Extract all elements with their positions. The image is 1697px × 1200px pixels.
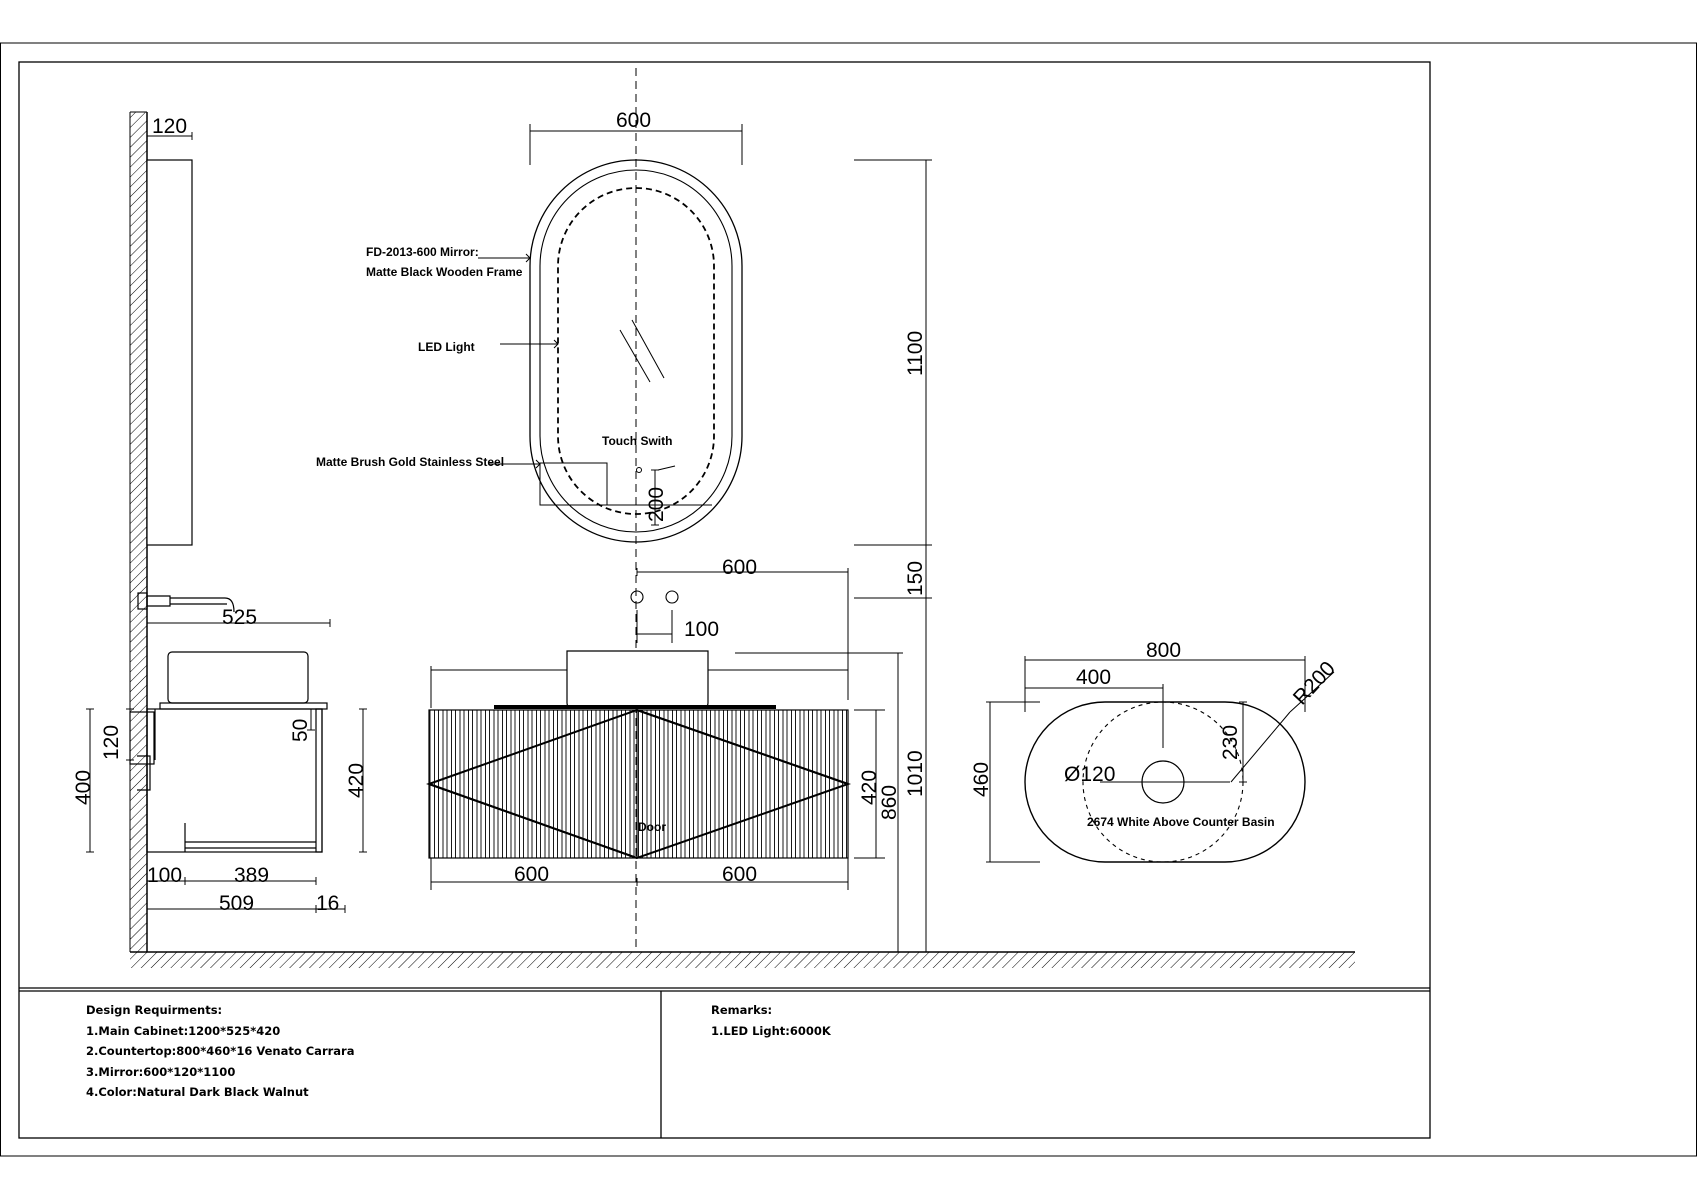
dim-basin-width: 460 bbox=[970, 762, 993, 797]
basin-side bbox=[167, 651, 309, 704]
dim-side-509: 509 bbox=[219, 892, 254, 915]
dim-basin-radius: R200 bbox=[1289, 657, 1340, 709]
dim-drain: Ø120 bbox=[1064, 763, 1115, 786]
mirror-label-line2: Matte Black Wooden Frame bbox=[366, 265, 523, 279]
side-view bbox=[129, 159, 328, 853]
dim-gap-150: 150 bbox=[904, 561, 927, 596]
dim-left-half: 600 bbox=[514, 863, 549, 886]
design-item: 1.Main Cabinet:1200*525*420 bbox=[86, 1023, 281, 1038]
dim-side-120: 120 bbox=[100, 725, 123, 760]
mirror-dimensions bbox=[529, 124, 932, 953]
dim-drain-offset: 230 bbox=[1219, 725, 1242, 760]
floor bbox=[130, 951, 1355, 968]
dim-mirror-depth: 120 bbox=[152, 115, 187, 138]
taps-front bbox=[630, 590, 679, 604]
tap-side bbox=[146, 595, 235, 613]
remarks: Remarks: 1.LED Light:6000K bbox=[711, 1000, 831, 1041]
dim-total-1010: 1010 bbox=[904, 750, 927, 797]
dim-mirror-width: 600 bbox=[616, 109, 651, 132]
design-title: Design Requirments: bbox=[86, 1003, 223, 1017]
mirror-side bbox=[146, 159, 193, 546]
fluted-doors bbox=[428, 709, 849, 859]
dim-basin-center: 400 bbox=[1076, 666, 1111, 689]
basin-front bbox=[566, 650, 709, 708]
touch-switch-label: Touch Swith bbox=[602, 434, 672, 448]
drawing-frame bbox=[0, 42, 1697, 1157]
dim-basin-length: 800 bbox=[1146, 639, 1181, 662]
dim-side-100: 100 bbox=[147, 864, 182, 887]
mirror-label-line1: FD-2013-600 Mirror: bbox=[366, 245, 479, 259]
basin-label: 2674 White Above Counter Basin bbox=[1087, 815, 1275, 829]
mirror-front bbox=[529, 159, 743, 543]
countertop-front bbox=[494, 705, 776, 709]
steel-label: Matte Brush Gold Stainless Steel bbox=[316, 455, 504, 469]
door-label: Door bbox=[638, 820, 666, 834]
design-item: 4.Color:Natural Dark Black Walnut bbox=[86, 1085, 309, 1099]
wall-section bbox=[129, 111, 148, 952]
basin-dimensions bbox=[986, 656, 1335, 863]
dim-mirror-height: 1100 bbox=[904, 331, 927, 376]
dim-side-400: 400 bbox=[72, 770, 95, 805]
dim-tap-spacing: 100 bbox=[684, 618, 719, 641]
dim-cabinet-depth: 525 bbox=[222, 606, 257, 629]
dim-side-420: 420 bbox=[345, 763, 368, 798]
dim-switch-200: 200 bbox=[645, 487, 668, 522]
design-item: 3.Mirror:600*120*1100 bbox=[86, 1064, 236, 1079]
led-light-label: LED Light bbox=[418, 340, 475, 354]
design-requirements: Design Requirments: 1.Main Cabinet:1200*… bbox=[86, 1000, 354, 1103]
dim-side-16: 16 bbox=[316, 892, 339, 915]
dim-right-half: 600 bbox=[722, 863, 757, 886]
dim-side-389: 389 bbox=[234, 864, 269, 887]
dim-side-50: 50 bbox=[289, 719, 312, 742]
design-item: 2.Countertop:800*460*16 Venato Carrara bbox=[86, 1044, 355, 1058]
dim-tap-offset: 600 bbox=[722, 556, 757, 579]
remarks-item: 1.LED Light:6000K bbox=[711, 1023, 831, 1038]
side-view-dimensions bbox=[86, 132, 367, 913]
mirror-callouts bbox=[478, 253, 559, 469]
cabinet-front bbox=[426, 650, 852, 860]
dim-front-420: 420 bbox=[858, 770, 881, 805]
dim-front-860: 860 bbox=[878, 785, 901, 820]
remarks-title: Remarks: bbox=[711, 1003, 773, 1017]
